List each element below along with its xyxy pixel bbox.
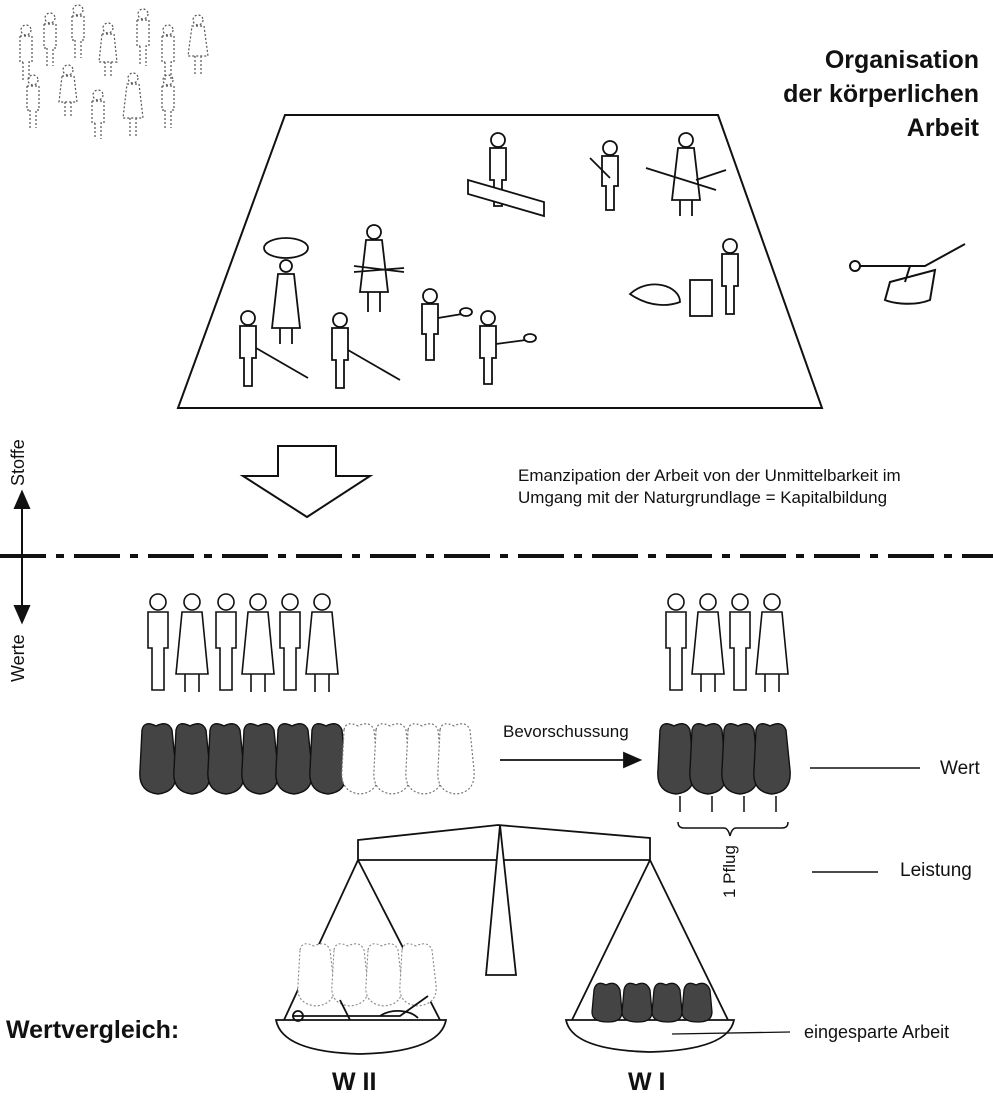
- eingesparte-arbeit-line: [671, 1031, 791, 1035]
- title-line-3: Arbeit: [906, 114, 979, 142]
- stoffe-werte-arrow-icon: [13, 489, 31, 625]
- emancipation-text-line-1: Emanzipation der Arbeit von der Unmittel…: [518, 466, 901, 485]
- w2-label: W II: [332, 1068, 377, 1096]
- crowd-icon: [19, 4, 209, 139]
- leistung-label: Leistung: [900, 860, 972, 881]
- eingesparte-arbeit-label: eingesparte Arbeit: [804, 1022, 950, 1042]
- pflug-bracket: [677, 796, 789, 837]
- value-bags-right-icon: [657, 723, 791, 795]
- emancipation-text-line-2: Umgang mit der Naturgrundlage = Kapitalb…: [518, 488, 888, 507]
- value-bags-left-icon: [139, 723, 475, 795]
- title-line-2: der körperlichen: [783, 80, 979, 108]
- wertvergleich-label: Wertvergleich:: [6, 1016, 180, 1044]
- bevorschussung-label: Bevorschussung: [503, 722, 629, 741]
- workers-four-icon: [665, 593, 789, 692]
- bevorschussung-arrow-icon: [500, 751, 643, 769]
- workers-six-icon: [147, 593, 339, 692]
- stoffe-label: Stoffe: [8, 439, 28, 486]
- balance-scale-icon: [274, 824, 736, 1055]
- dotted-bags-pan-icon: [297, 943, 437, 1007]
- werte-label: Werte: [8, 634, 28, 682]
- down-arrow-icon: [239, 445, 374, 519]
- pan-plow-icon: [292, 995, 429, 1022]
- title-line-1: Organisation: [824, 46, 979, 74]
- dark-bags-pan-icon: [591, 982, 713, 1023]
- field-workers-icon: [239, 132, 739, 389]
- w1-label: W I: [628, 1068, 666, 1096]
- field-outline: [176, 114, 824, 409]
- pflug-label: 1 Pflug: [720, 845, 739, 898]
- wert-label: Wert: [940, 758, 980, 779]
- plow-icon: [849, 243, 966, 305]
